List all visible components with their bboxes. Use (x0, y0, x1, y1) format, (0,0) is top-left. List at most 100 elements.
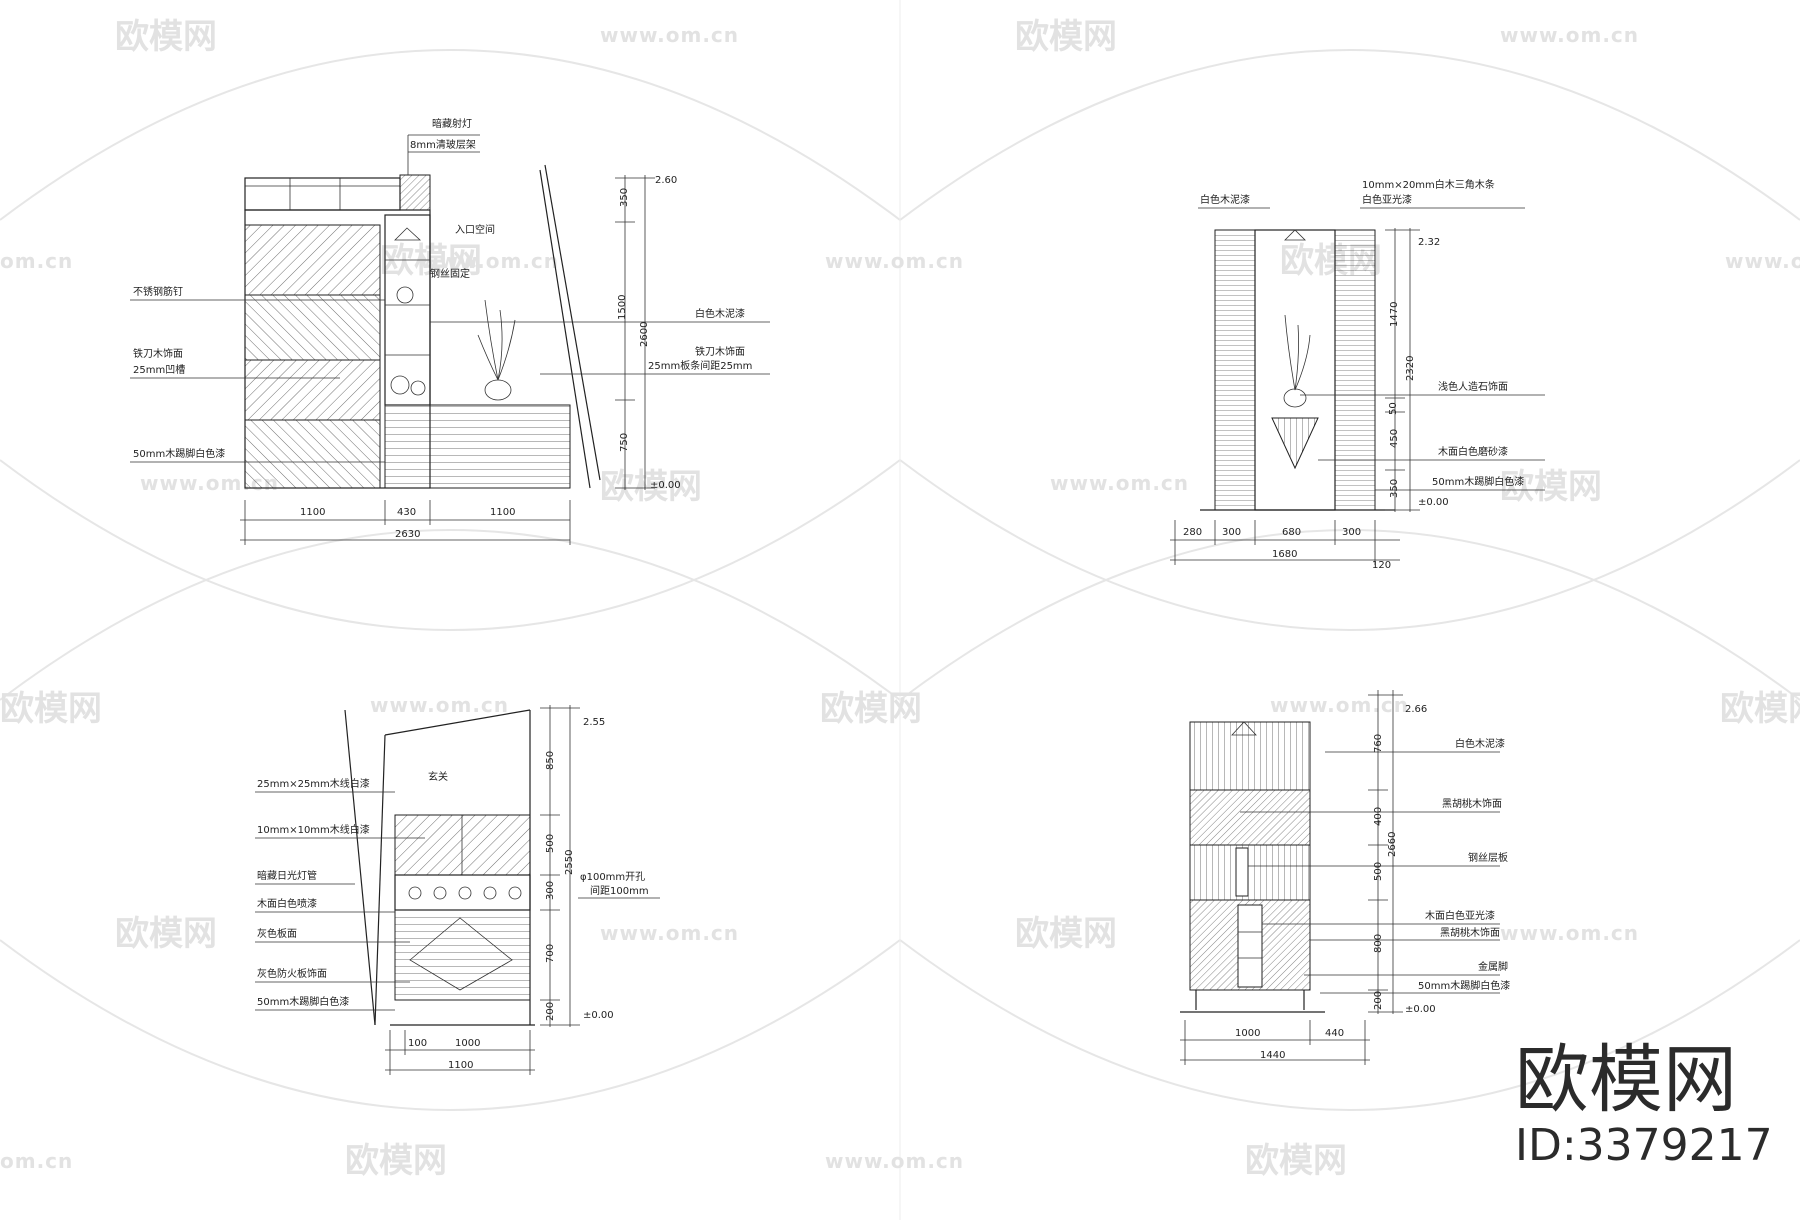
watermark-logo: 欧模网 (380, 241, 482, 281)
dim-htot: 2320 (1405, 356, 1416, 381)
dim-total: 1100 (448, 1060, 473, 1071)
watermark-logo: 欧模网 (600, 467, 702, 507)
watermark-logo: 欧模网 (1015, 914, 1117, 954)
middle-strip-panel (1189, 844, 1311, 901)
label-wood-white: 木面白色亚光漆 (1425, 909, 1495, 922)
plant-ornament (477, 299, 516, 401)
watermark-url: www.om.cn (825, 249, 964, 273)
dim-h2: 500 (545, 834, 556, 853)
dim-h1: 850 (545, 751, 556, 770)
stone-wedge (1271, 417, 1319, 470)
dim-h3: 450 (1389, 429, 1400, 448)
hole-band (394, 874, 531, 911)
dim-htot: 2550 (564, 850, 575, 875)
watermark-url: www.om.cn (1270, 693, 1409, 717)
level-base: ±0.00 (650, 480, 681, 491)
side-column (1214, 229, 1256, 511)
level-top: 2.32 (1418, 237, 1440, 248)
watermark-logo: 欧模网 (1720, 689, 1800, 729)
label-glass-shelf: 8mm清玻层架 (410, 138, 476, 151)
label-hole-gap: 间距100mm (590, 884, 649, 897)
dim-h2: 400 (1373, 807, 1384, 826)
dim-h2: 50 (1388, 402, 1399, 415)
watermark-url: www.om.cn (600, 921, 739, 945)
wire-shelf (1235, 847, 1249, 897)
elevation-b: 白色木泥漆 10mm×20mm白木三角木条 白色亚光漆 浅色人造石饰面 木面白色… (1170, 178, 1545, 571)
dim-w2: 440 (1325, 1028, 1344, 1039)
dim-w4: 300 (1342, 527, 1361, 538)
drawer-stack (1237, 904, 1263, 988)
wood-panel (244, 224, 381, 296)
label-stone: 浅色人造石饰面 (1438, 380, 1508, 393)
dim-h4: 800 (1373, 934, 1384, 953)
plant-ornament (1283, 314, 1311, 408)
label-wood-white: 木面白色磨砂漆 (1438, 445, 1508, 458)
label-entry: 玄关 (428, 770, 448, 783)
dim-h3: 750 (619, 433, 630, 452)
dim-total: 2630 (395, 529, 420, 540)
brand-name: 欧模网 (1515, 1037, 1737, 1123)
watermark-logo: 欧模网 (115, 17, 217, 57)
watermark-url: www.om.cn (600, 23, 739, 47)
label-strip-25: 25mm×25mm木线白漆 (257, 777, 370, 790)
upper-panel (394, 814, 531, 876)
watermark-url: www.om.cn (1050, 471, 1189, 495)
wood-panel (244, 419, 381, 489)
watermark-url: www.om.cn (1725, 249, 1800, 273)
elevation-c: 玄关 25mm×25mm木线白漆 10mm×10mm木线白漆 暗藏日光灯管 木面… (255, 705, 660, 1075)
elevation-a: 暗藏射灯 8mm清玻层架 入口空间 钢丝固定 不锈钢筋钉 白色木泥漆 铁刀木饰面… (130, 117, 770, 545)
watermark-logo: 欧模网 (1245, 1141, 1347, 1181)
walnut-band (1189, 789, 1311, 846)
dim-w2: 430 (397, 507, 416, 518)
label-skirting: 50mm木踢脚白色漆 (1432, 475, 1524, 488)
dim-w3: 680 (1282, 527, 1301, 538)
label-skirting: 50mm木踢脚白色漆 (257, 995, 349, 1008)
label-metal-leg: 金属脚 (1478, 960, 1508, 973)
level-top: 2.55 (583, 717, 605, 728)
label-iron-wood-panel: 铁刀木饰面 (133, 347, 183, 360)
dim-w1: 1000 (1235, 1028, 1260, 1039)
label-strip-gap: 25mm板条间距25mm (648, 359, 752, 372)
dim-w1: 1100 (300, 507, 325, 518)
side-column (1334, 229, 1376, 511)
watermark-url: www.om.cn (825, 1149, 964, 1173)
label-white-lacquer: 白色亚光漆 (1362, 193, 1412, 206)
watermark-logo: 欧模网 (345, 1141, 447, 1181)
dim-h5: 200 (1373, 991, 1384, 1010)
level-base: ±0.00 (1405, 1004, 1436, 1015)
wood-panel (244, 359, 381, 421)
dim-w2: 1000 (455, 1038, 480, 1049)
label-groove: 25mm凹槽 (133, 363, 185, 376)
dim-side: 120 (1372, 560, 1391, 571)
dim-h3: 300 (545, 881, 556, 900)
dim-h3: 500 (1373, 862, 1384, 881)
label-white-paint: 白色木泥漆 (1455, 737, 1505, 750)
dim-h4: 700 (545, 944, 556, 963)
dim-h1: 350 (619, 188, 630, 207)
watermark-logo: 欧模网 (820, 689, 922, 729)
watermark-logo: 欧模网 (0, 689, 102, 729)
level-base: ±0.00 (1418, 497, 1449, 508)
dim-h2: 1500 (617, 295, 628, 320)
dim-h1: 1470 (1389, 302, 1400, 327)
dim-w1: 280 (1183, 527, 1202, 538)
label-glass-drill: 钢丝固定 (430, 267, 470, 280)
dim-htot: 2600 (639, 322, 650, 347)
watermark-logo: 欧模网 (1500, 467, 1602, 507)
dim-w2: 300 (1222, 527, 1241, 538)
label-triangle-strip: 10mm×20mm白木三角木条 (1362, 178, 1495, 191)
brand-id: ID:3379217 (1515, 1120, 1773, 1171)
label-skirting: 50mm木踢脚白色漆 (133, 447, 225, 460)
level-base: ±0.00 (583, 1010, 614, 1021)
watermark-url: om.cn (0, 249, 73, 273)
label-white-paint: 白色木泥漆 (1200, 193, 1250, 206)
glass-rail (244, 177, 401, 211)
watermark-url: www.om.cn (420, 249, 559, 273)
level-top: 2.66 (1405, 704, 1427, 715)
label-white-paint: 白色木泥漆 (695, 307, 745, 320)
upper-strip-panel (1189, 721, 1311, 791)
label-hidden-light: 暗藏日光灯管 (257, 869, 317, 882)
label-metal-frame: 钢丝层板 (1468, 851, 1508, 864)
label-holes: φ100mm开孔 (580, 871, 645, 883)
